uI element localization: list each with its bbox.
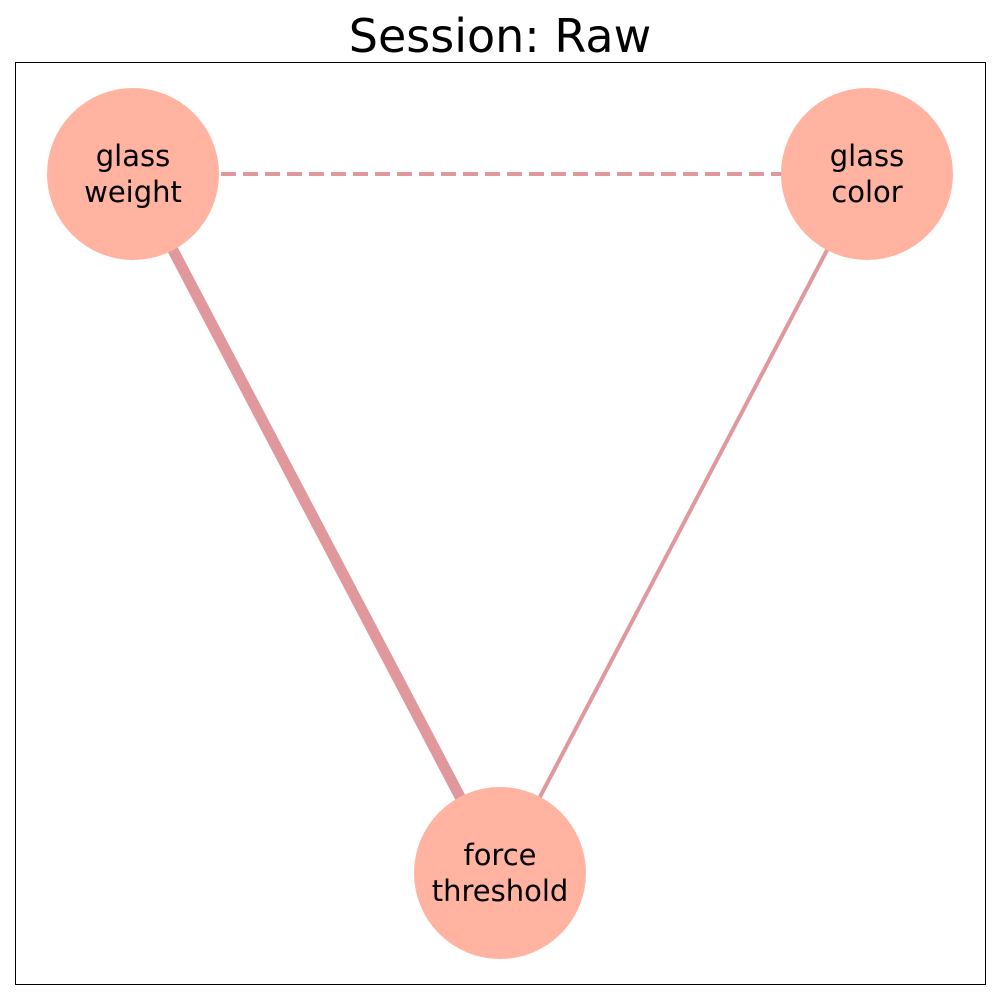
node-label-line: force: [463, 838, 536, 872]
node-circle: [47, 88, 219, 260]
node-label-line: color: [831, 175, 902, 209]
edges-layer: [128, 171, 869, 876]
node-label-line: glass: [96, 139, 170, 173]
plot-frame: [15, 62, 986, 985]
edge-glass-weight-force-threshold: [128, 171, 505, 876]
node-label-line: threshold: [432, 874, 569, 908]
node-circle: [781, 88, 953, 260]
edge-glass-color-force-threshold: [498, 173, 869, 874]
node-circle: [414, 787, 586, 959]
node-label-line: weight: [84, 175, 182, 209]
diagram-title: Session: Raw: [348, 9, 652, 63]
node-label-line: glass: [830, 139, 904, 173]
